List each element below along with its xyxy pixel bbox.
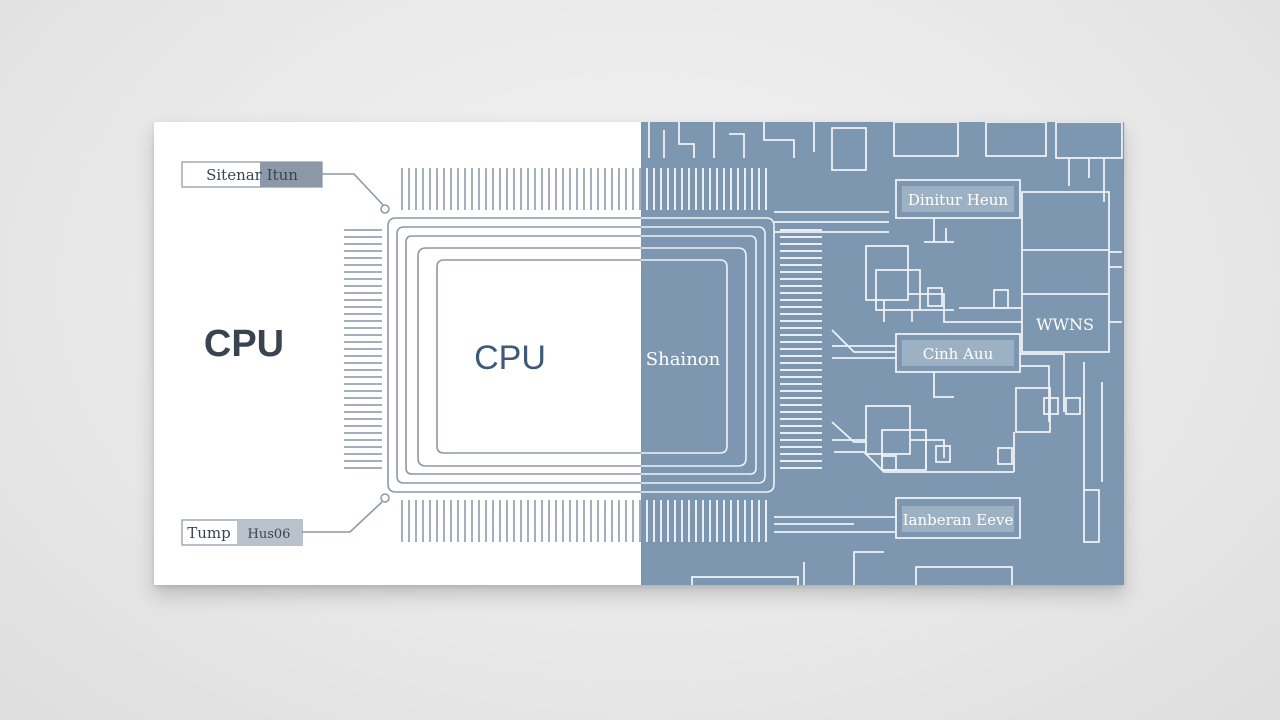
box-top-frame [895, 179, 1021, 219]
diagram-card: Sitenar Itun CPU Tump Hus06 CPU Shainon [154, 122, 1124, 585]
chip-pins-top [401, 168, 641, 210]
box-top-text: Dinitur Heun [908, 191, 1009, 209]
chip-pins-top-right [646, 168, 767, 210]
chip-side-label: Shainon [646, 349, 721, 370]
chip-outline-left [387, 217, 641, 493]
box-top: Dinitur Heun [902, 186, 1014, 212]
chip-pins-right [780, 229, 822, 469]
box-mid-frame [895, 333, 1021, 373]
bottom-label-leader [302, 501, 383, 533]
left-cpu-title: CPU [204, 323, 284, 365]
top-label-pin-dot [380, 204, 390, 214]
chip-outline-right [641, 217, 775, 493]
box-bottom-frame [895, 497, 1021, 539]
bottom-label-b: Hus06 [248, 527, 291, 542]
top-label-text: Sitenar Itun [206, 166, 298, 184]
top-label-leader [322, 173, 385, 207]
top-label-box: Sitenar Itun [181, 161, 323, 188]
wave-label: WWNS [1036, 315, 1094, 334]
box-bottom: Ianberan Eeve [902, 506, 1014, 532]
chip-cpu-label: CPU [474, 339, 546, 377]
bottom-label-a: Tump [187, 524, 231, 542]
box-mid-text: Cinh Auu [923, 345, 994, 363]
box-mid: Cinh Auu [902, 340, 1014, 366]
box-bottom-text: Ianberan Eeve [903, 511, 1014, 529]
right-circuitry [648, 122, 1123, 585]
chip-pins-bottom [401, 500, 641, 542]
circuit-diagram: Sitenar Itun CPU Tump Hus06 CPU Shainon [154, 122, 1124, 585]
bottom-label-box: Tump Hus06 [181, 519, 303, 546]
chip-pins-left [344, 229, 382, 469]
chip-pins-bottom-right [646, 500, 767, 542]
bottom-label-pin-dot [380, 493, 390, 503]
